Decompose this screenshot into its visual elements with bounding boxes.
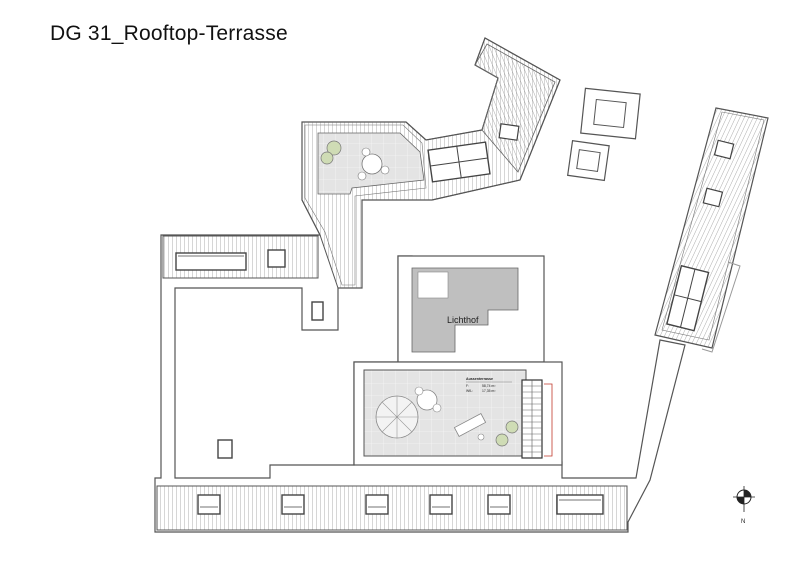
- terrace-info-row1-value: 58,74 m²: [482, 384, 496, 388]
- sun-lounger-icon: [453, 413, 487, 441]
- upper-terrace-inner-hatch: [304, 124, 427, 286]
- terrace-info-row2-key: WfL:: [466, 389, 473, 393]
- upper-round-table-icon: [357, 147, 390, 181]
- terrace-info-heading: Aussenterrasse: [466, 377, 493, 381]
- terrace-info-row1-key: F:: [466, 384, 469, 388]
- upper-double-window: [427, 141, 491, 183]
- parasol-icon: [375, 395, 419, 439]
- right-wing-railing: [701, 261, 741, 353]
- chimney-left-top: [311, 301, 324, 321]
- plant-pot-icon: [495, 420, 519, 447]
- staircase-icon: [521, 379, 553, 459]
- chimney-left-bottom: [217, 439, 233, 459]
- left-upper-long-window: [175, 252, 247, 271]
- terrace-info-row2-value: 17,35 m²: [482, 389, 496, 393]
- north-arrow-icon: [733, 486, 755, 512]
- skylight-small-icon: [566, 139, 610, 182]
- north-label: N: [741, 519, 745, 525]
- right-dormer-2: [702, 187, 724, 208]
- dormer-window: [498, 123, 520, 141]
- diagonal-roof-strip: [474, 43, 556, 173]
- right-dormer-1: [713, 139, 735, 160]
- left-upper-small-window: [267, 249, 286, 268]
- skylight-large-icon: [580, 87, 641, 140]
- right-double-window: [666, 264, 710, 332]
- plan-title: DG 31_Rooftop-Terrasse: [50, 22, 288, 45]
- upper-plant-pot-icon: [320, 140, 342, 165]
- lichthof-opening: [417, 271, 449, 299]
- right-wing-edge: [661, 111, 765, 341]
- lichthof-label: Lichthof: [447, 315, 479, 325]
- bottom-windows: [197, 494, 604, 515]
- round-table-icon: [414, 386, 442, 413]
